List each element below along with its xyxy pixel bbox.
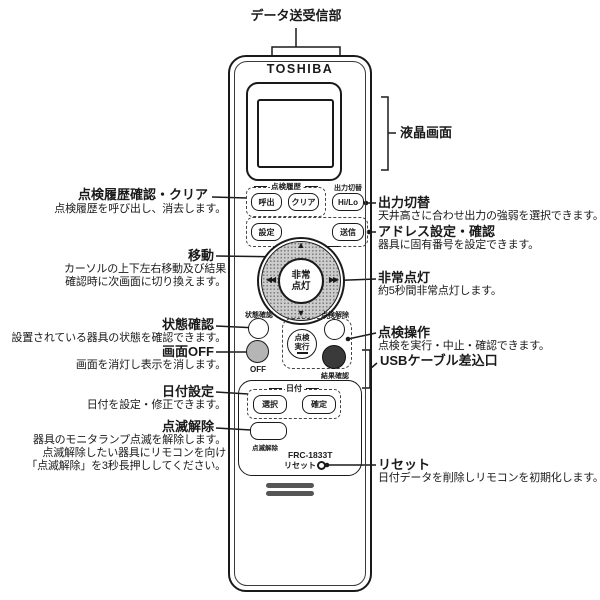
lcd-screen (257, 99, 334, 168)
history-group-label: 点検履歴 (246, 181, 326, 192)
reset-hole[interactable] (317, 461, 326, 470)
remote-body (228, 55, 372, 592)
inspect-release-button[interactable] (324, 319, 345, 340)
grip-bar (266, 483, 314, 488)
annotation-status-check: 状態確認 (161, 317, 214, 332)
emergency-light-button[interactable]: 非常 点灯 (278, 258, 324, 304)
annotation-inspect-op: 点検操作 点検を実行・中止・確認できます。 (378, 325, 550, 353)
dpad-left-icon[interactable]: ◀◀ (265, 275, 276, 284)
status-check-label: 状態確認 (245, 312, 273, 319)
dpad-up-icon[interactable]: ▲ (296, 240, 306, 250)
result-check-button[interactable] (322, 345, 346, 369)
hilo-button[interactable]: Hi/Lo (332, 193, 364, 211)
date-group-label: 日付 (247, 383, 341, 394)
annotation-screen-off-desc: 画面を消灯し表示を消します。 (75, 359, 226, 371)
lcd-bezel (246, 82, 342, 181)
screen-off-button[interactable] (246, 340, 269, 363)
remote-body-inner-line (234, 61, 366, 586)
send-button[interactable]: 送信 (332, 223, 364, 241)
inspect-release-label: 点検解除 (321, 312, 349, 319)
annotation-date-setting: 日付設定 (161, 384, 214, 399)
lcd-bracket (381, 96, 389, 171)
dpad-right-icon[interactable]: ▶▶ (328, 275, 339, 284)
blink-release-label: 点滅解除 (252, 445, 278, 452)
annotation-reset: リセット 日付データを削除しリモコンを初期化します。 (378, 457, 600, 485)
annotation-blink-release-desc: 器具のモニタランプ点滅を解除します。 点滅解除したい器具にリモコンを向け 「点滅… (26, 434, 226, 472)
annotation-status-check-desc: 設置されている器具の状態を確認できます。 (11, 332, 226, 344)
blink-release-button[interactable] (250, 422, 287, 440)
annotation-move: 移動 (187, 248, 214, 263)
output-group-label: 出力切替 (334, 185, 362, 192)
exec-underline (296, 352, 308, 354)
transmitter-annotation: データ送受信部 (250, 8, 342, 23)
annotation-lcd: 液晶画面 (400, 125, 453, 140)
call-button[interactable]: 呼出 (251, 193, 282, 211)
clear-button[interactable]: クリア (288, 193, 319, 211)
annotation-move-desc: カーソルの上下左右移動及び結果 確認時に次画面に切り換えます。 (64, 263, 226, 288)
screen-off-label: OFF (250, 365, 266, 374)
result-check-label: 結果確認 (321, 373, 349, 380)
annotation-address: アドレス設定・確認 器具に固有番号を設定できます。 (378, 224, 539, 252)
annotation-blink-release: 点滅解除 (161, 419, 214, 434)
annotation-history-desc: 点検履歴を呼び出し、消去します。 (54, 203, 226, 215)
inspect-exec-button[interactable]: 点検 実行 (287, 329, 317, 359)
brand-logo: TOSHIBA (266, 62, 334, 76)
set-button[interactable]: 設定 (251, 223, 282, 241)
annotation-date-setting-desc: 日付を設定・修正できます。 (86, 399, 227, 411)
date-confirm-button[interactable]: 確定 (302, 395, 336, 414)
reset-hole-label: リセット (284, 461, 316, 470)
annotation-screen-off: 画面OFF (162, 344, 214, 359)
status-check-button[interactable] (248, 318, 269, 339)
annotation-emergency: 非常点灯 約5秒間非常点灯します。 (378, 270, 502, 298)
annotation-usb: USBケーブル差込口 (380, 353, 498, 368)
dpad-down-icon[interactable]: ▼ (296, 308, 306, 318)
annotation-output: 出力切替 天井高さに合わせ出力の強弱を選択できます。 (378, 195, 600, 223)
date-select-button[interactable]: 選択 (253, 395, 287, 414)
annotation-history: 点検履歴確認・クリア (77, 187, 208, 202)
date-panel (238, 380, 362, 476)
model-number: FRC-1833T (288, 450, 333, 460)
inspect-group-box (282, 318, 352, 369)
grip-bar (266, 491, 314, 496)
